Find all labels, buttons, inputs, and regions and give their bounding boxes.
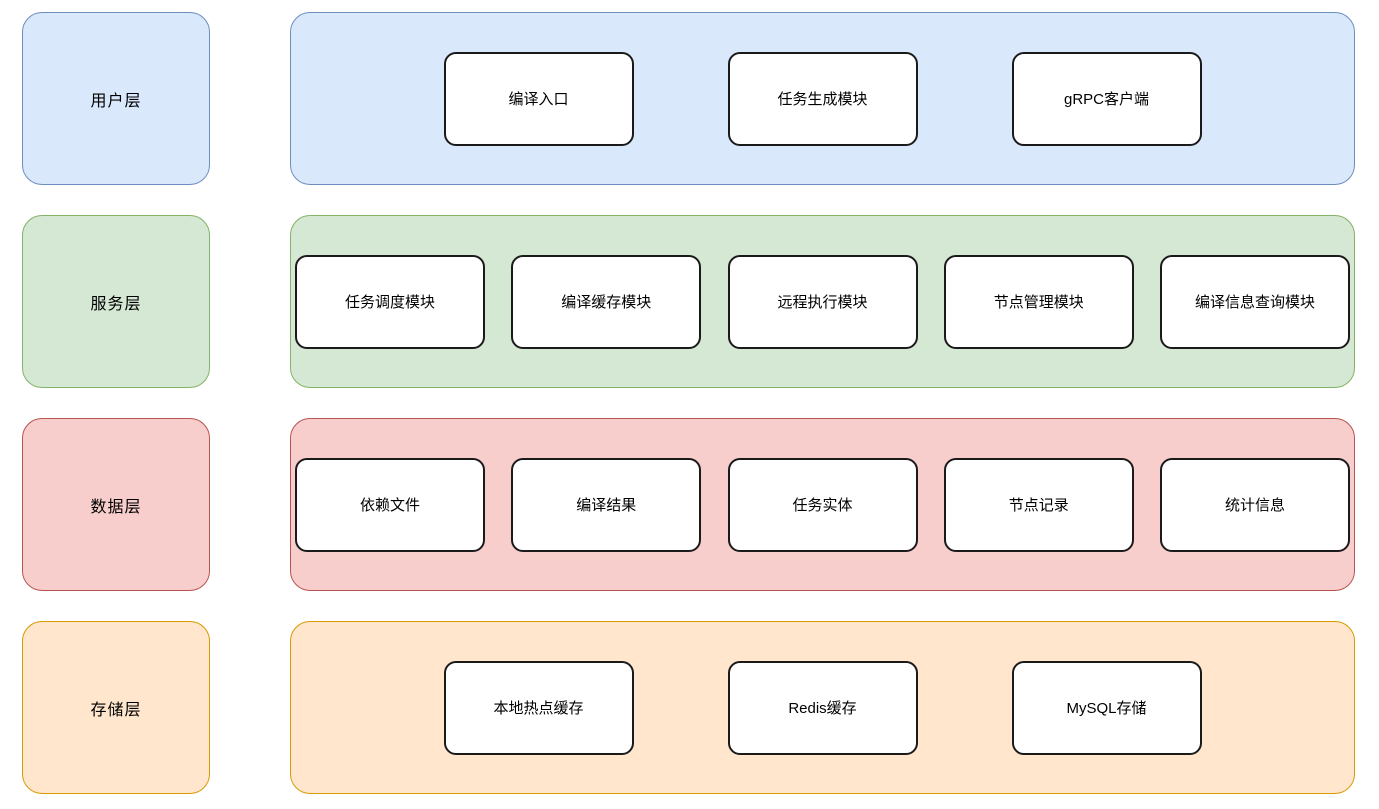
module-box: 编译缓存模块 — [511, 254, 702, 349]
module-box: 统计信息 — [1160, 457, 1350, 552]
layer-row-storage-layer: 存储层 本地热点缓存 Redis缓存 MySQL存储 — [0, 621, 1379, 794]
layer-container-service-layer: 任务调度模块编译缓存模块远程执行模块节点管理模块编译信息查询模块 — [290, 215, 1355, 388]
module-box: Redis缓存 — [727, 660, 918, 755]
module-box: 依赖文件 — [295, 457, 485, 552]
module-box: MySQL存储 — [1011, 660, 1202, 755]
layer-container-data-layer: 依赖文件编译结果任务实体节点记录统计信息 — [290, 418, 1355, 591]
module-box: 节点管理模块 — [943, 254, 1134, 349]
layer-container-storage-layer: 本地热点缓存 Redis缓存 MySQL存储 — [290, 621, 1355, 794]
layer-row-data-layer: 数据层依赖文件编译结果任务实体节点记录统计信息 — [0, 418, 1379, 591]
layer-row-service-layer: 服务层任务调度模块编译缓存模块远程执行模块节点管理模块编译信息查询模块 — [0, 215, 1379, 388]
layer-label-service-layer: 服务层 — [22, 215, 210, 388]
module-box: 远程执行模块 — [727, 254, 918, 349]
module-box: 节点记录 — [943, 457, 1134, 552]
layer-container-user-layer: 编译入口任务生成模块 gRPC客户端 — [290, 12, 1355, 185]
module-box: 编译信息查询模块 — [1160, 254, 1350, 349]
module-box: 本地热点缓存 — [443, 660, 634, 755]
module-box: 编译入口 — [443, 51, 634, 146]
layer-label-data-layer: 数据层 — [22, 418, 210, 591]
layer-row-user-layer: 用户层 编译入口任务生成模块 gRPC客户端 — [0, 12, 1379, 185]
module-box: gRPC客户端 — [1011, 51, 1202, 146]
layer-label-storage-layer: 存储层 — [22, 621, 210, 794]
module-box: 任务调度模块 — [295, 254, 485, 349]
module-box: 任务生成模块 — [727, 51, 918, 146]
layer-label-user-layer: 用户层 — [22, 12, 210, 185]
module-box: 任务实体 — [727, 457, 918, 552]
module-box: 编译结果 — [511, 457, 702, 552]
